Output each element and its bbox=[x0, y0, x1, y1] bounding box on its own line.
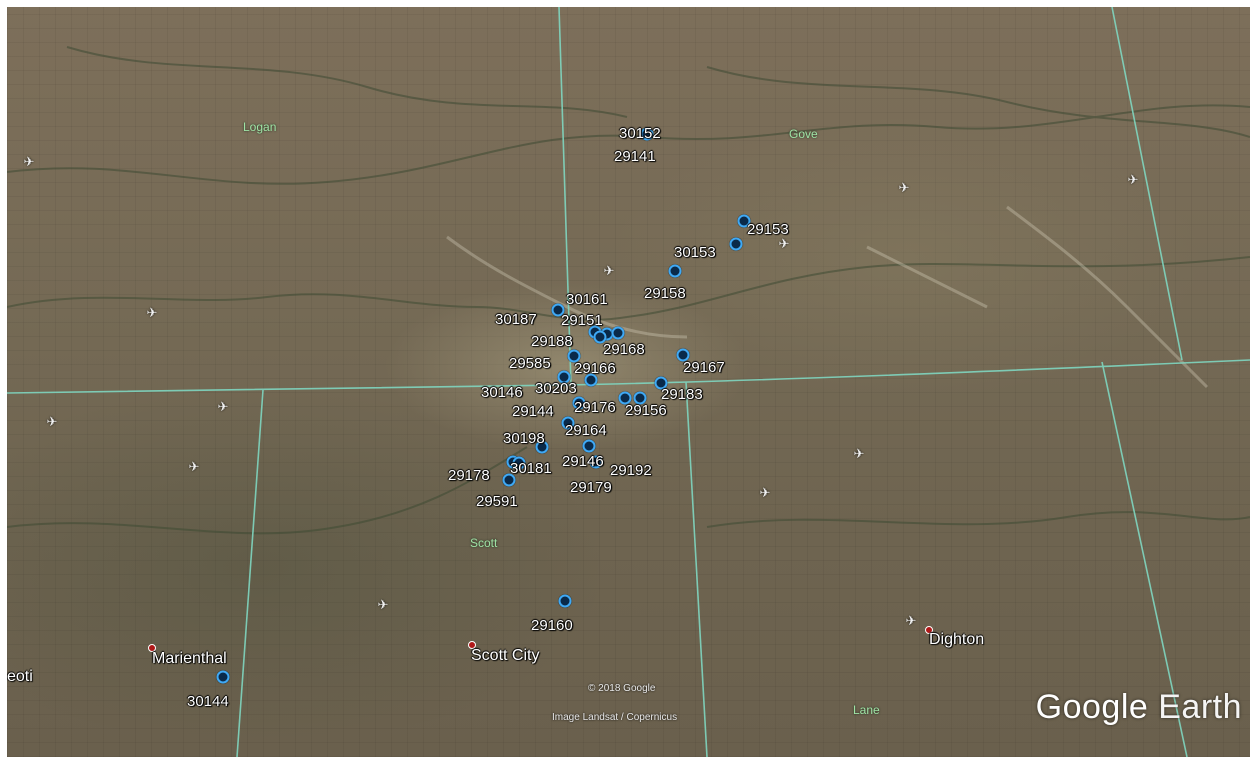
well-label-29166[interactable]: 29166 bbox=[574, 360, 616, 377]
satellite-map-view[interactable]: Logan Gove Scott Lane Marienthal Scott C… bbox=[7, 7, 1250, 757]
well-label-29192[interactable]: 29192 bbox=[610, 462, 652, 479]
airport-icon[interactable]: ✈ bbox=[23, 154, 35, 169]
well-label-29585[interactable]: 29585 bbox=[509, 355, 551, 372]
well-label-29156[interactable]: 29156 bbox=[625, 402, 667, 419]
well-marker-29166[interactable] bbox=[584, 373, 598, 387]
well-label-30187[interactable]: 30187 bbox=[495, 311, 537, 328]
county-label-gove: Gove bbox=[789, 127, 818, 141]
well-marker-30198[interactable] bbox=[535, 440, 549, 454]
well-label-29164[interactable]: 29164 bbox=[565, 422, 607, 439]
city-label-leoti-partial[interactable]: eoti bbox=[7, 668, 33, 685]
imagery-attribution: Image Landsat / Copernicus bbox=[552, 712, 678, 723]
city-dot-icon bbox=[148, 644, 156, 652]
well-label-29176[interactable]: 29176 bbox=[574, 399, 616, 416]
well-marker[interactable] bbox=[512, 456, 526, 470]
airport-icon[interactable]: ✈ bbox=[603, 263, 615, 278]
well-label-29141[interactable]: 29141 bbox=[614, 148, 656, 165]
well-label-29183[interactable]: 29183 bbox=[661, 386, 703, 403]
city-label-scott-city[interactable]: Scott City bbox=[471, 647, 540, 664]
well-marker-29160[interactable] bbox=[558, 594, 572, 608]
well-label-29158[interactable]: 29158 bbox=[644, 285, 686, 302]
well-marker-30144[interactable] bbox=[216, 670, 230, 684]
airport-icon[interactable]: ✈ bbox=[778, 236, 790, 251]
well-marker[interactable] bbox=[618, 391, 632, 405]
airport-icon[interactable]: ✈ bbox=[377, 597, 389, 612]
well-label-29179[interactable]: 29179 bbox=[570, 479, 612, 496]
google-earth-logo: Google Earth bbox=[1036, 688, 1242, 727]
well-marker-30153[interactable] bbox=[729, 237, 743, 251]
well-label-29151[interactable]: 29151 bbox=[561, 312, 603, 329]
well-label-29591[interactable]: 29591 bbox=[476, 493, 518, 510]
well-marker-29164[interactable] bbox=[561, 416, 575, 430]
brand-earth: Earth bbox=[1158, 688, 1242, 726]
well-marker[interactable] bbox=[589, 455, 603, 469]
well-label-29188[interactable]: 29188 bbox=[531, 333, 573, 350]
well-label-30153[interactable]: 30153 bbox=[674, 244, 716, 261]
well-label-30144[interactable]: 30144 bbox=[187, 693, 229, 710]
well-label-29153[interactable]: 29153 bbox=[747, 221, 789, 238]
well-marker-30161[interactable] bbox=[551, 303, 565, 317]
well-marker-29167[interactable] bbox=[676, 348, 690, 362]
well-label-30152[interactable]: 30152 bbox=[619, 125, 661, 142]
brand-google: Google bbox=[1035, 688, 1149, 726]
well-label-29167[interactable]: 29167 bbox=[683, 359, 725, 376]
well-marker-29585[interactable] bbox=[567, 349, 581, 363]
county-label-scott: Scott bbox=[470, 536, 498, 550]
county-label-lane: Lane bbox=[853, 703, 880, 717]
city-dot-icon bbox=[925, 626, 933, 634]
well-label-29168[interactable]: 29168 bbox=[603, 341, 645, 358]
well-marker-30152[interactable] bbox=[640, 127, 654, 141]
well-label-30181[interactable]: 30181 bbox=[510, 460, 552, 477]
well-marker[interactable] bbox=[611, 326, 625, 340]
well-marker-29176[interactable] bbox=[572, 396, 586, 410]
airport-icon[interactable]: ✈ bbox=[905, 613, 917, 628]
well-marker-29178[interactable] bbox=[502, 473, 516, 487]
airport-icon[interactable]: ✈ bbox=[217, 399, 229, 414]
airport-icon[interactable]: ✈ bbox=[898, 180, 910, 195]
city-dot-icon bbox=[468, 641, 476, 649]
airport-icon[interactable]: ✈ bbox=[188, 459, 200, 474]
county-label-logan: Logan bbox=[243, 120, 277, 134]
well-marker-29146[interactable] bbox=[582, 439, 596, 453]
well-marker[interactable] bbox=[593, 330, 607, 344]
well-marker-29158[interactable] bbox=[668, 264, 682, 278]
airport-icon[interactable]: ✈ bbox=[1127, 172, 1139, 187]
well-label-30146[interactable]: 30146 bbox=[481, 384, 523, 401]
airport-icon[interactable]: ✈ bbox=[46, 414, 58, 429]
well-marker-29153[interactable] bbox=[737, 214, 751, 228]
well-marker[interactable] bbox=[557, 370, 571, 384]
well-label-29178[interactable]: 29178 bbox=[448, 467, 490, 484]
well-marker-29183[interactable] bbox=[654, 376, 668, 390]
county-boundary-layer bbox=[7, 7, 1250, 757]
terrain-drainage-layer bbox=[7, 46, 1250, 535]
well-label-29160[interactable]: 29160 bbox=[531, 617, 573, 634]
copyright-text: © 2018 Google bbox=[588, 683, 656, 694]
well-label-30161[interactable]: 30161 bbox=[566, 291, 608, 308]
well-label-29144[interactable]: 29144 bbox=[512, 403, 554, 420]
city-label-dighton[interactable]: Dighton bbox=[929, 631, 985, 648]
well-label-29146[interactable]: 29146 bbox=[562, 453, 604, 470]
well-label-30198[interactable]: 30198 bbox=[503, 430, 545, 447]
well-label-30203[interactable]: 30203 bbox=[535, 380, 577, 397]
airport-icon[interactable]: ✈ bbox=[146, 305, 158, 320]
well-marker-29156[interactable] bbox=[633, 391, 647, 405]
city-label-marienthal[interactable]: Marienthal bbox=[152, 650, 227, 667]
airport-icon[interactable]: ✈ bbox=[853, 446, 865, 461]
airport-icon[interactable]: ✈ bbox=[759, 485, 771, 500]
